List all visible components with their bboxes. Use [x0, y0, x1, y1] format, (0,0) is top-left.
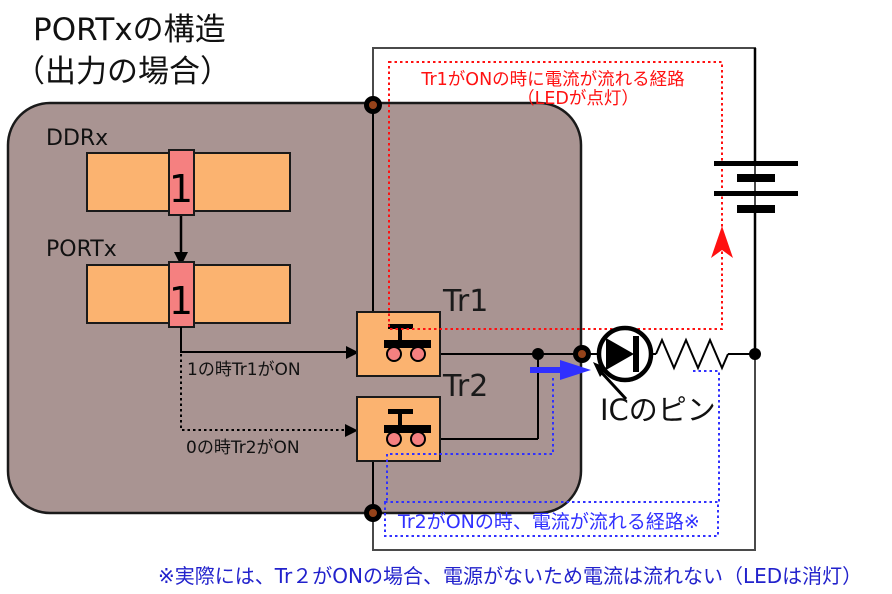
- red-current-path: [388, 61, 723, 330]
- tr1-label: Tr1: [442, 284, 488, 319]
- ddrx-label: DDRx: [46, 126, 108, 151]
- footnote: ※実際には、Tr２がONの場合、電源がないため電流は流れない（LEDは消灯）: [158, 564, 862, 588]
- blue-current-path: [384, 370, 720, 537]
- diagram-title-line1: PORTxの構造: [33, 12, 226, 48]
- tr2-switch-icon: [384, 409, 431, 447]
- vcc-pin: [364, 96, 382, 114]
- junction-dot-output: [532, 348, 544, 360]
- ic-pin-label: ICのピン: [600, 393, 716, 427]
- battery-icon: [714, 48, 798, 354]
- wire-portx-to-tr1: [180, 327, 359, 359]
- led-icon: [596, 325, 654, 383]
- wire-portx-to-tr2: [180, 354, 358, 437]
- tr2-label: Tr2: [442, 369, 488, 404]
- blue-current-direction-arrow-icon: [530, 360, 591, 380]
- blue-path-label: Tr2がONの時、電流が流れる経路※: [397, 511, 700, 533]
- ddr-to-port-arrow-icon: [174, 216, 188, 266]
- portx-bit-cell: [168, 261, 195, 328]
- tr2-on-condition-label: 0の時Tr2がON: [186, 438, 300, 458]
- ddrx-bit-value: 1: [169, 167, 193, 211]
- red-path-label-line2: （LEDが点灯）: [517, 89, 639, 109]
- portx-bit-value: 1: [169, 279, 193, 323]
- portx-label: PORTx: [46, 237, 117, 262]
- diagram-title-line2: （出力の場合）: [14, 54, 231, 90]
- gnd-pin: [364, 504, 382, 522]
- tr1-switch-icon: [384, 324, 431, 362]
- output-pin: [573, 345, 591, 363]
- tr1-on-condition-label: 1の時Tr1がON: [187, 360, 301, 380]
- ddrx-bit-cell: [168, 149, 195, 216]
- red-current-direction-arrow-icon: [711, 226, 733, 258]
- red-path-label-line1: Tr1がONの時に電流が流れる経路: [420, 70, 685, 90]
- pin-pointer-arrow-icon: [593, 362, 628, 401]
